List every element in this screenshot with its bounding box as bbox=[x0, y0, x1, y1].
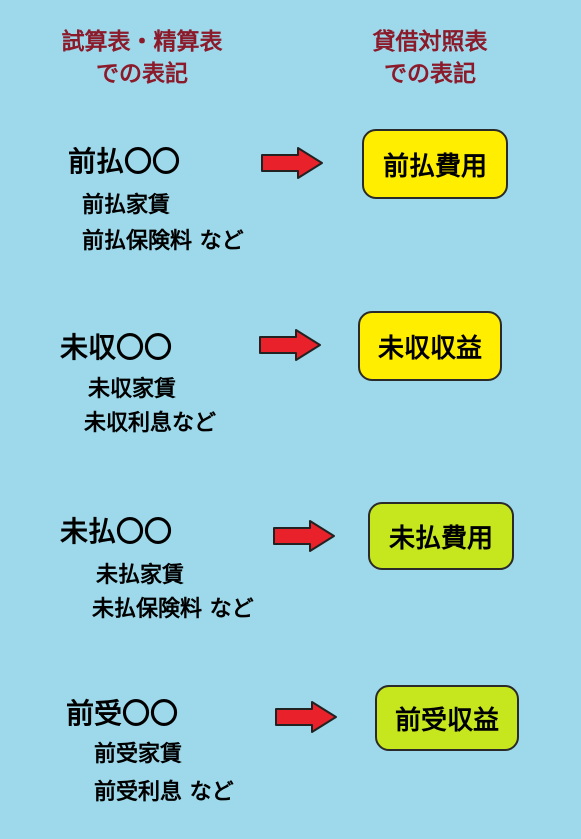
result-box-unearned-revenue: 前受収益 bbox=[375, 685, 519, 751]
row-3-example-2: 未払保険料 など bbox=[92, 597, 254, 622]
trial-balance-header: 試算表・精算表 での表記 bbox=[28, 26, 256, 90]
row-2-title: 未収〇〇 bbox=[60, 331, 173, 364]
right-arrow-icon bbox=[273, 520, 335, 552]
right-arrow-icon bbox=[275, 701, 337, 733]
header-left-line2: での表記 bbox=[96, 61, 188, 87]
row-4-example-1: 前受家賃 bbox=[94, 742, 183, 767]
row-1-example-2: 前払保険料 など bbox=[82, 229, 244, 254]
row-4-example-2: 前受利息 など bbox=[94, 780, 234, 805]
row-2-example-1: 未収家賃 bbox=[88, 377, 177, 402]
header-right-line1: 貸借対照表 bbox=[372, 29, 488, 55]
result-box-prepaid-expenses: 前払費用 bbox=[362, 129, 508, 199]
header-left-line1: 試算表・精算表 bbox=[61, 29, 223, 55]
row-4-title: 前受〇〇 bbox=[66, 697, 179, 730]
row-2-example-2: 未収利息など bbox=[84, 411, 217, 436]
result-box-accrued-revenue: 未収収益 bbox=[358, 311, 502, 381]
row-3-example-1: 未払家賃 bbox=[96, 563, 185, 588]
row-3-title: 未払〇〇 bbox=[60, 515, 173, 548]
right-arrow-icon bbox=[259, 329, 321, 361]
result-box-accrued-expenses: 未払費用 bbox=[368, 502, 514, 570]
row-1-example-1: 前払家賃 bbox=[82, 193, 171, 218]
balance-sheet-header: 貸借対照表 での表記 bbox=[340, 26, 520, 90]
row-1-title: 前払〇〇 bbox=[68, 145, 181, 178]
right-arrow-icon bbox=[261, 147, 323, 179]
header-right-line2: での表記 bbox=[384, 61, 476, 87]
